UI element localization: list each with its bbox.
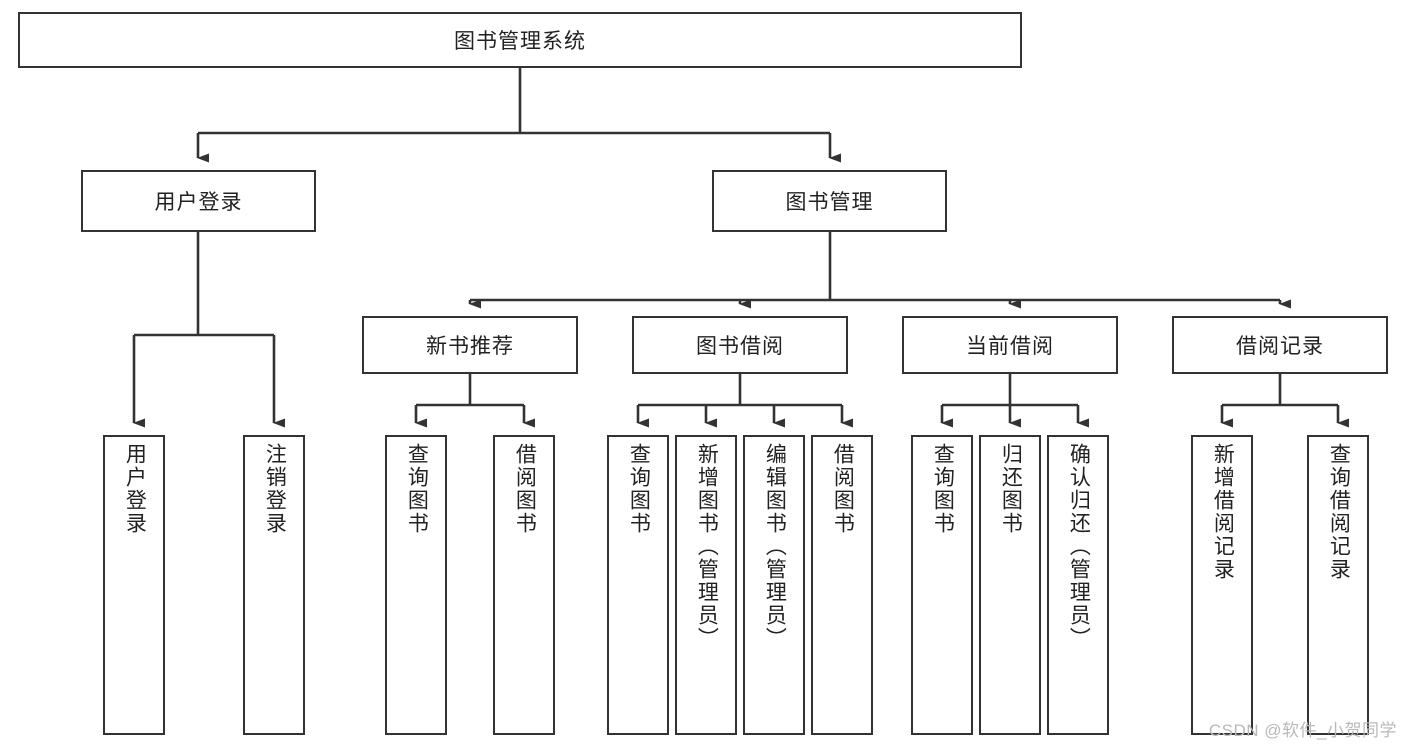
node-label: 编辑图书（管理员） bbox=[763, 443, 787, 650]
node-label: 新书推荐 bbox=[426, 335, 514, 358]
node-label: 注销登录 bbox=[263, 443, 287, 535]
node-label: 归还图书 bbox=[999, 443, 1023, 535]
node-label: 新增图书（管理员） bbox=[695, 443, 719, 650]
leaf-record-query[interactable]: 查询借阅记录 bbox=[1307, 435, 1369, 735]
leaf-new-book-query[interactable]: 查询图书 bbox=[385, 435, 447, 735]
node-label: 借阅记录 bbox=[1236, 335, 1324, 358]
node-label: 新增借阅记录 bbox=[1211, 443, 1235, 581]
node-book-borrow[interactable]: 图书借阅 bbox=[632, 316, 848, 374]
leaf-user-login-signout[interactable]: 注销登录 bbox=[243, 435, 305, 735]
node-current-borrow[interactable]: 当前借阅 bbox=[902, 316, 1118, 374]
leaf-user-login-signin[interactable]: 用户登录 bbox=[103, 435, 165, 735]
node-label: 图书管理系统 bbox=[454, 30, 586, 53]
leaf-borrow-query-book[interactable]: 查询图书 bbox=[607, 435, 669, 735]
watermark: CSDN @软件_小贺同学 bbox=[1208, 721, 1397, 740]
node-label: 图书借阅 bbox=[696, 335, 784, 358]
node-label: 确认归还（管理员） bbox=[1067, 443, 1091, 650]
leaf-borrow-edit-book-admin[interactable]: 编辑图书（管理员） bbox=[743, 435, 805, 735]
node-label: 查询图书 bbox=[931, 443, 955, 535]
node-label: 当前借阅 bbox=[966, 335, 1054, 358]
node-label: 用户登录 bbox=[123, 443, 147, 535]
node-book-management[interactable]: 图书管理 bbox=[712, 170, 947, 232]
node-label: 图书管理 bbox=[785, 191, 874, 214]
node-label: 查询图书 bbox=[405, 443, 429, 535]
node-label: 借阅图书 bbox=[513, 443, 537, 535]
leaf-current-confirm-return-admin[interactable]: 确认归还（管理员） bbox=[1047, 435, 1109, 735]
node-borrow-record[interactable]: 借阅记录 bbox=[1172, 316, 1388, 374]
node-new-book-recommend[interactable]: 新书推荐 bbox=[362, 316, 578, 374]
leaf-current-query-book[interactable]: 查询图书 bbox=[911, 435, 973, 735]
node-label: 查询图书 bbox=[627, 443, 651, 535]
node-root-system[interactable]: 图书管理系统 bbox=[18, 12, 1022, 68]
leaf-record-add[interactable]: 新增借阅记录 bbox=[1191, 435, 1253, 735]
node-user-login[interactable]: 用户登录 bbox=[81, 170, 316, 232]
leaf-current-return-book[interactable]: 归还图书 bbox=[979, 435, 1041, 735]
leaf-new-book-borrow[interactable]: 借阅图书 bbox=[493, 435, 555, 735]
node-label: 借阅图书 bbox=[831, 443, 855, 535]
leaf-borrow-add-book-admin[interactable]: 新增图书（管理员） bbox=[675, 435, 737, 735]
node-label: 用户登录 bbox=[154, 191, 243, 214]
node-label: 查询借阅记录 bbox=[1327, 443, 1351, 581]
leaf-borrow-borrow-book[interactable]: 借阅图书 bbox=[811, 435, 873, 735]
